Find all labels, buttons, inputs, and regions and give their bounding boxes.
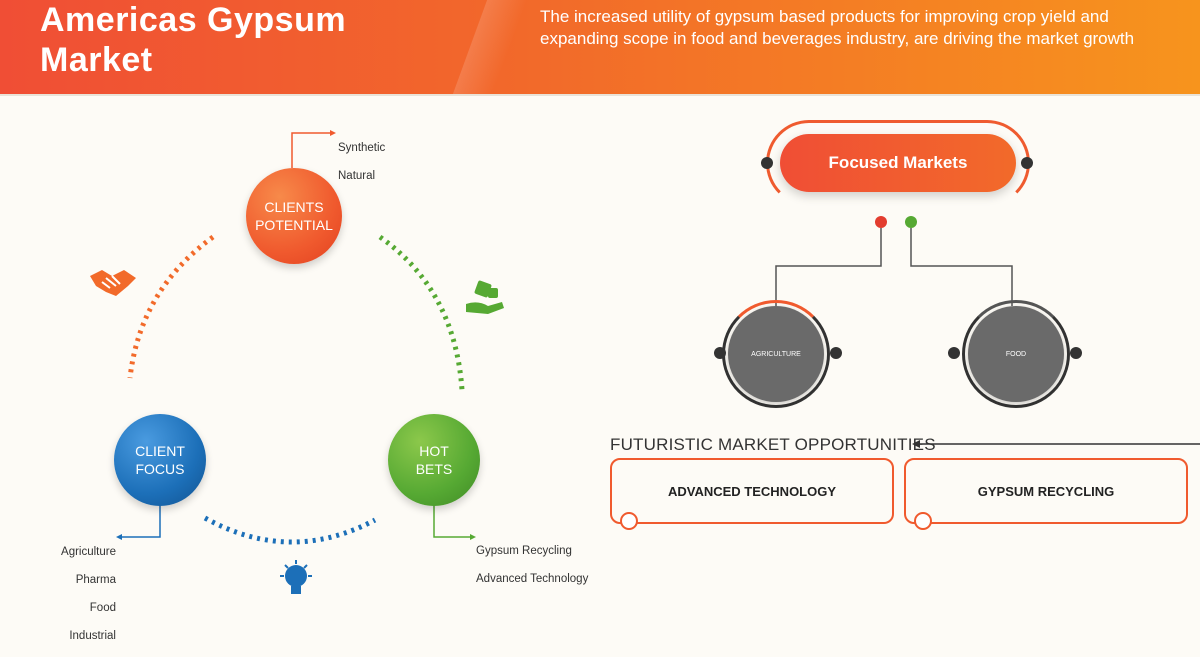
list-item: Industrial	[69, 630, 116, 642]
list-item: Gypsum Recycling	[476, 545, 572, 557]
hot-bets-items: Gypsum Recycling Advanced Technology	[476, 530, 588, 600]
blue-arc	[203, 515, 377, 545]
opportunities-title: FUTURISTIC MARKET OPPORTUNITIES	[610, 435, 936, 454]
orange-arc	[127, 234, 215, 379]
opportunity-corner-dot	[620, 512, 638, 530]
clients-connector-arrow	[330, 130, 336, 136]
hotbets-connector	[433, 505, 470, 538]
cycle-diagram-lines	[90, 130, 1200, 594]
focused-markets-title: Focused Markets	[780, 134, 1016, 192]
agri-right-dot	[830, 347, 842, 359]
agriculture-label: AGRICULTURE	[751, 350, 801, 358]
page-title: Americas Gypsum Market	[40, 1, 347, 79]
food-connector	[910, 228, 1013, 306]
clients-connector	[291, 132, 330, 168]
handshake-icon	[90, 270, 136, 296]
list-item: Food	[89, 602, 116, 614]
clients-potential-label: CLIENTS POTENTIAL	[255, 199, 333, 233]
opportunity-label: GYPSUM RECYCLING	[977, 483, 1115, 499]
opportunity-gypsum-recycling: GYPSUM RECYCLING	[904, 458, 1188, 530]
header-divider-line	[0, 94, 1200, 96]
list-item: Pharma	[75, 574, 116, 586]
money-hand-icon	[466, 280, 504, 314]
header-banner: Americas Gypsum Market The increased uti…	[0, 0, 1200, 94]
client-focus-circle: CLIENT FOCUS	[114, 414, 206, 506]
hot-bets-label: HOT BETS	[415, 443, 453, 477]
green-connector-dot	[905, 216, 917, 228]
agri-connector	[775, 228, 882, 306]
hotbets-connector-arrow	[470, 534, 476, 540]
header-background	[0, 0, 1200, 94]
clientfocus-connector	[122, 505, 161, 538]
food-ring	[962, 300, 1070, 408]
list-item: Agriculture	[61, 546, 116, 558]
food-label: FOOD	[1005, 350, 1027, 358]
list-item: Natural	[338, 170, 376, 182]
page-subtitle: The increased utility of gypsum based pr…	[540, 7, 1135, 48]
clientfocus-connector-arrow	[116, 534, 122, 540]
clients-potential-items: Synthetic Natural	[338, 127, 385, 197]
list-item: Synthetic	[338, 142, 386, 154]
lightbulb-icon	[280, 560, 312, 594]
opportunity-corner-dot	[914, 512, 932, 530]
food-circle: FOOD	[968, 306, 1064, 402]
clients-potential-circle: CLIENTS POTENTIAL	[246, 168, 342, 264]
red-connector-dot	[875, 216, 887, 228]
opps-arrow-head	[912, 440, 920, 448]
opportunity-advanced-technology: ADVANCED TECHNOLOGY	[610, 458, 894, 530]
green-arc	[378, 234, 465, 391]
food-right-dot	[1070, 347, 1082, 359]
client-focus-items: Agriculture Pharma Food Industrial	[48, 531, 116, 657]
client-focus-label: CLIENT FOCUS	[135, 443, 185, 477]
opportunity-label: ADVANCED TECHNOLOGY	[667, 483, 837, 499]
hot-bets-circle: HOT BETS	[388, 414, 480, 506]
focused-right-dot	[1021, 157, 1033, 169]
agriculture-circle: AGRICULTURE	[728, 306, 824, 402]
agri-left-dot	[714, 347, 726, 359]
food-left-dot	[948, 347, 960, 359]
list-item: Advanced Technology	[476, 573, 589, 585]
focused-left-dot	[761, 157, 773, 169]
